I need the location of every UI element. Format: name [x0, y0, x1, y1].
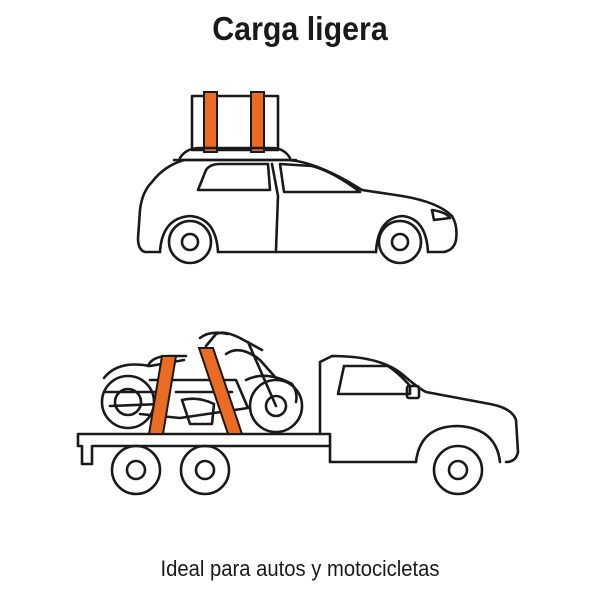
caption: Ideal para autos y motocicletas [160, 556, 440, 581]
tow-truck-with-motorcycle-icon [76, 331, 520, 496]
title: Carga ligera [212, 10, 388, 47]
car-with-roof-cargo-icon [136, 91, 458, 265]
